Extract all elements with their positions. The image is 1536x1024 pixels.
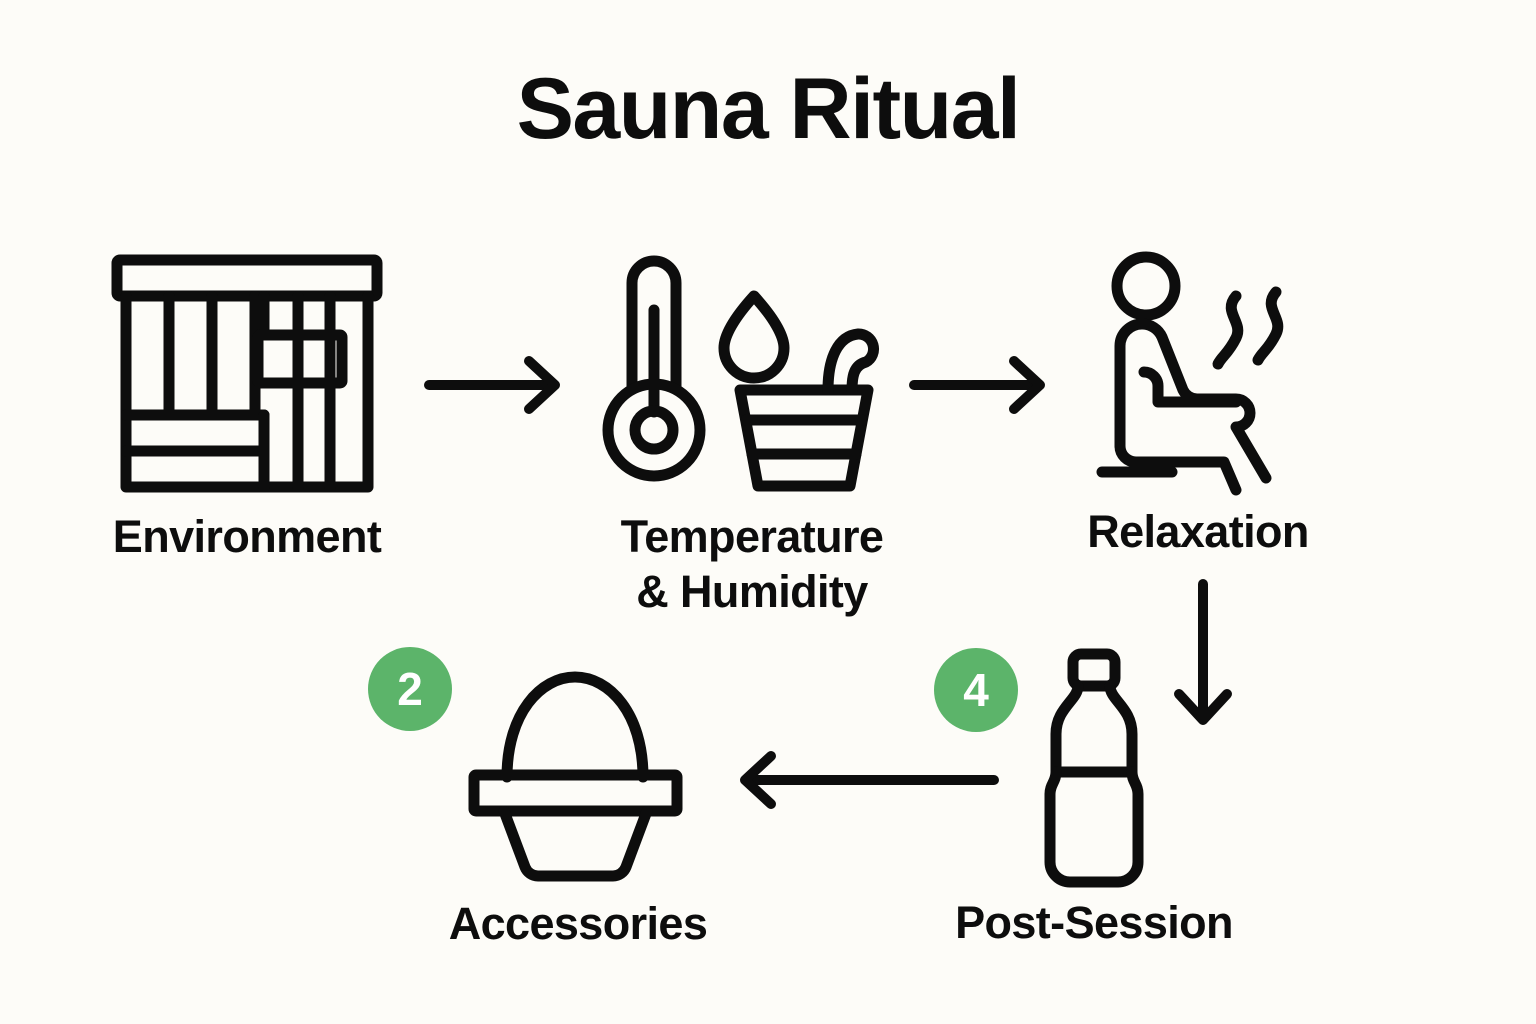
step-label-post-session: Post-Session bbox=[955, 897, 1233, 948]
connector-post-session-to-accessories bbox=[735, 750, 1000, 810]
step-environment[interactable]: Environment bbox=[111, 254, 383, 562]
step-relaxation[interactable]: Relaxation bbox=[1087, 250, 1309, 557]
step-badge-accessories: 2 bbox=[368, 647, 452, 731]
step-post-session[interactable]: 4 Post-Session bbox=[934, 648, 1234, 948]
page-title: Sauna Ritual bbox=[516, 61, 1021, 157]
seated-person-heatwaves-icon bbox=[1088, 250, 1308, 496]
thermometer-droplet-bucket-icon bbox=[602, 248, 892, 496]
connector-environment-to-temperature bbox=[424, 355, 565, 415]
connector-temperature-to-relaxation bbox=[909, 355, 1050, 415]
water-bottle-icon bbox=[1034, 648, 1154, 888]
step-badge-post-session: 4 bbox=[934, 648, 1018, 732]
step-label-temperature-humidity: Temperature & Humidity bbox=[620, 511, 884, 617]
sauna-basket-icon bbox=[468, 665, 683, 885]
step-temperature-humidity[interactable]: Temperature & Humidity bbox=[602, 248, 892, 617]
step-label-relaxation: Relaxation bbox=[1087, 506, 1309, 557]
step-accessories[interactable]: 2 Accessories bbox=[368, 647, 708, 949]
step-label-accessories: Accessories bbox=[448, 898, 708, 949]
step-label-environment: Environment bbox=[112, 511, 382, 562]
sauna-cabin-icon bbox=[111, 254, 383, 495]
connector-relaxation-to-post-session bbox=[1173, 579, 1233, 730]
